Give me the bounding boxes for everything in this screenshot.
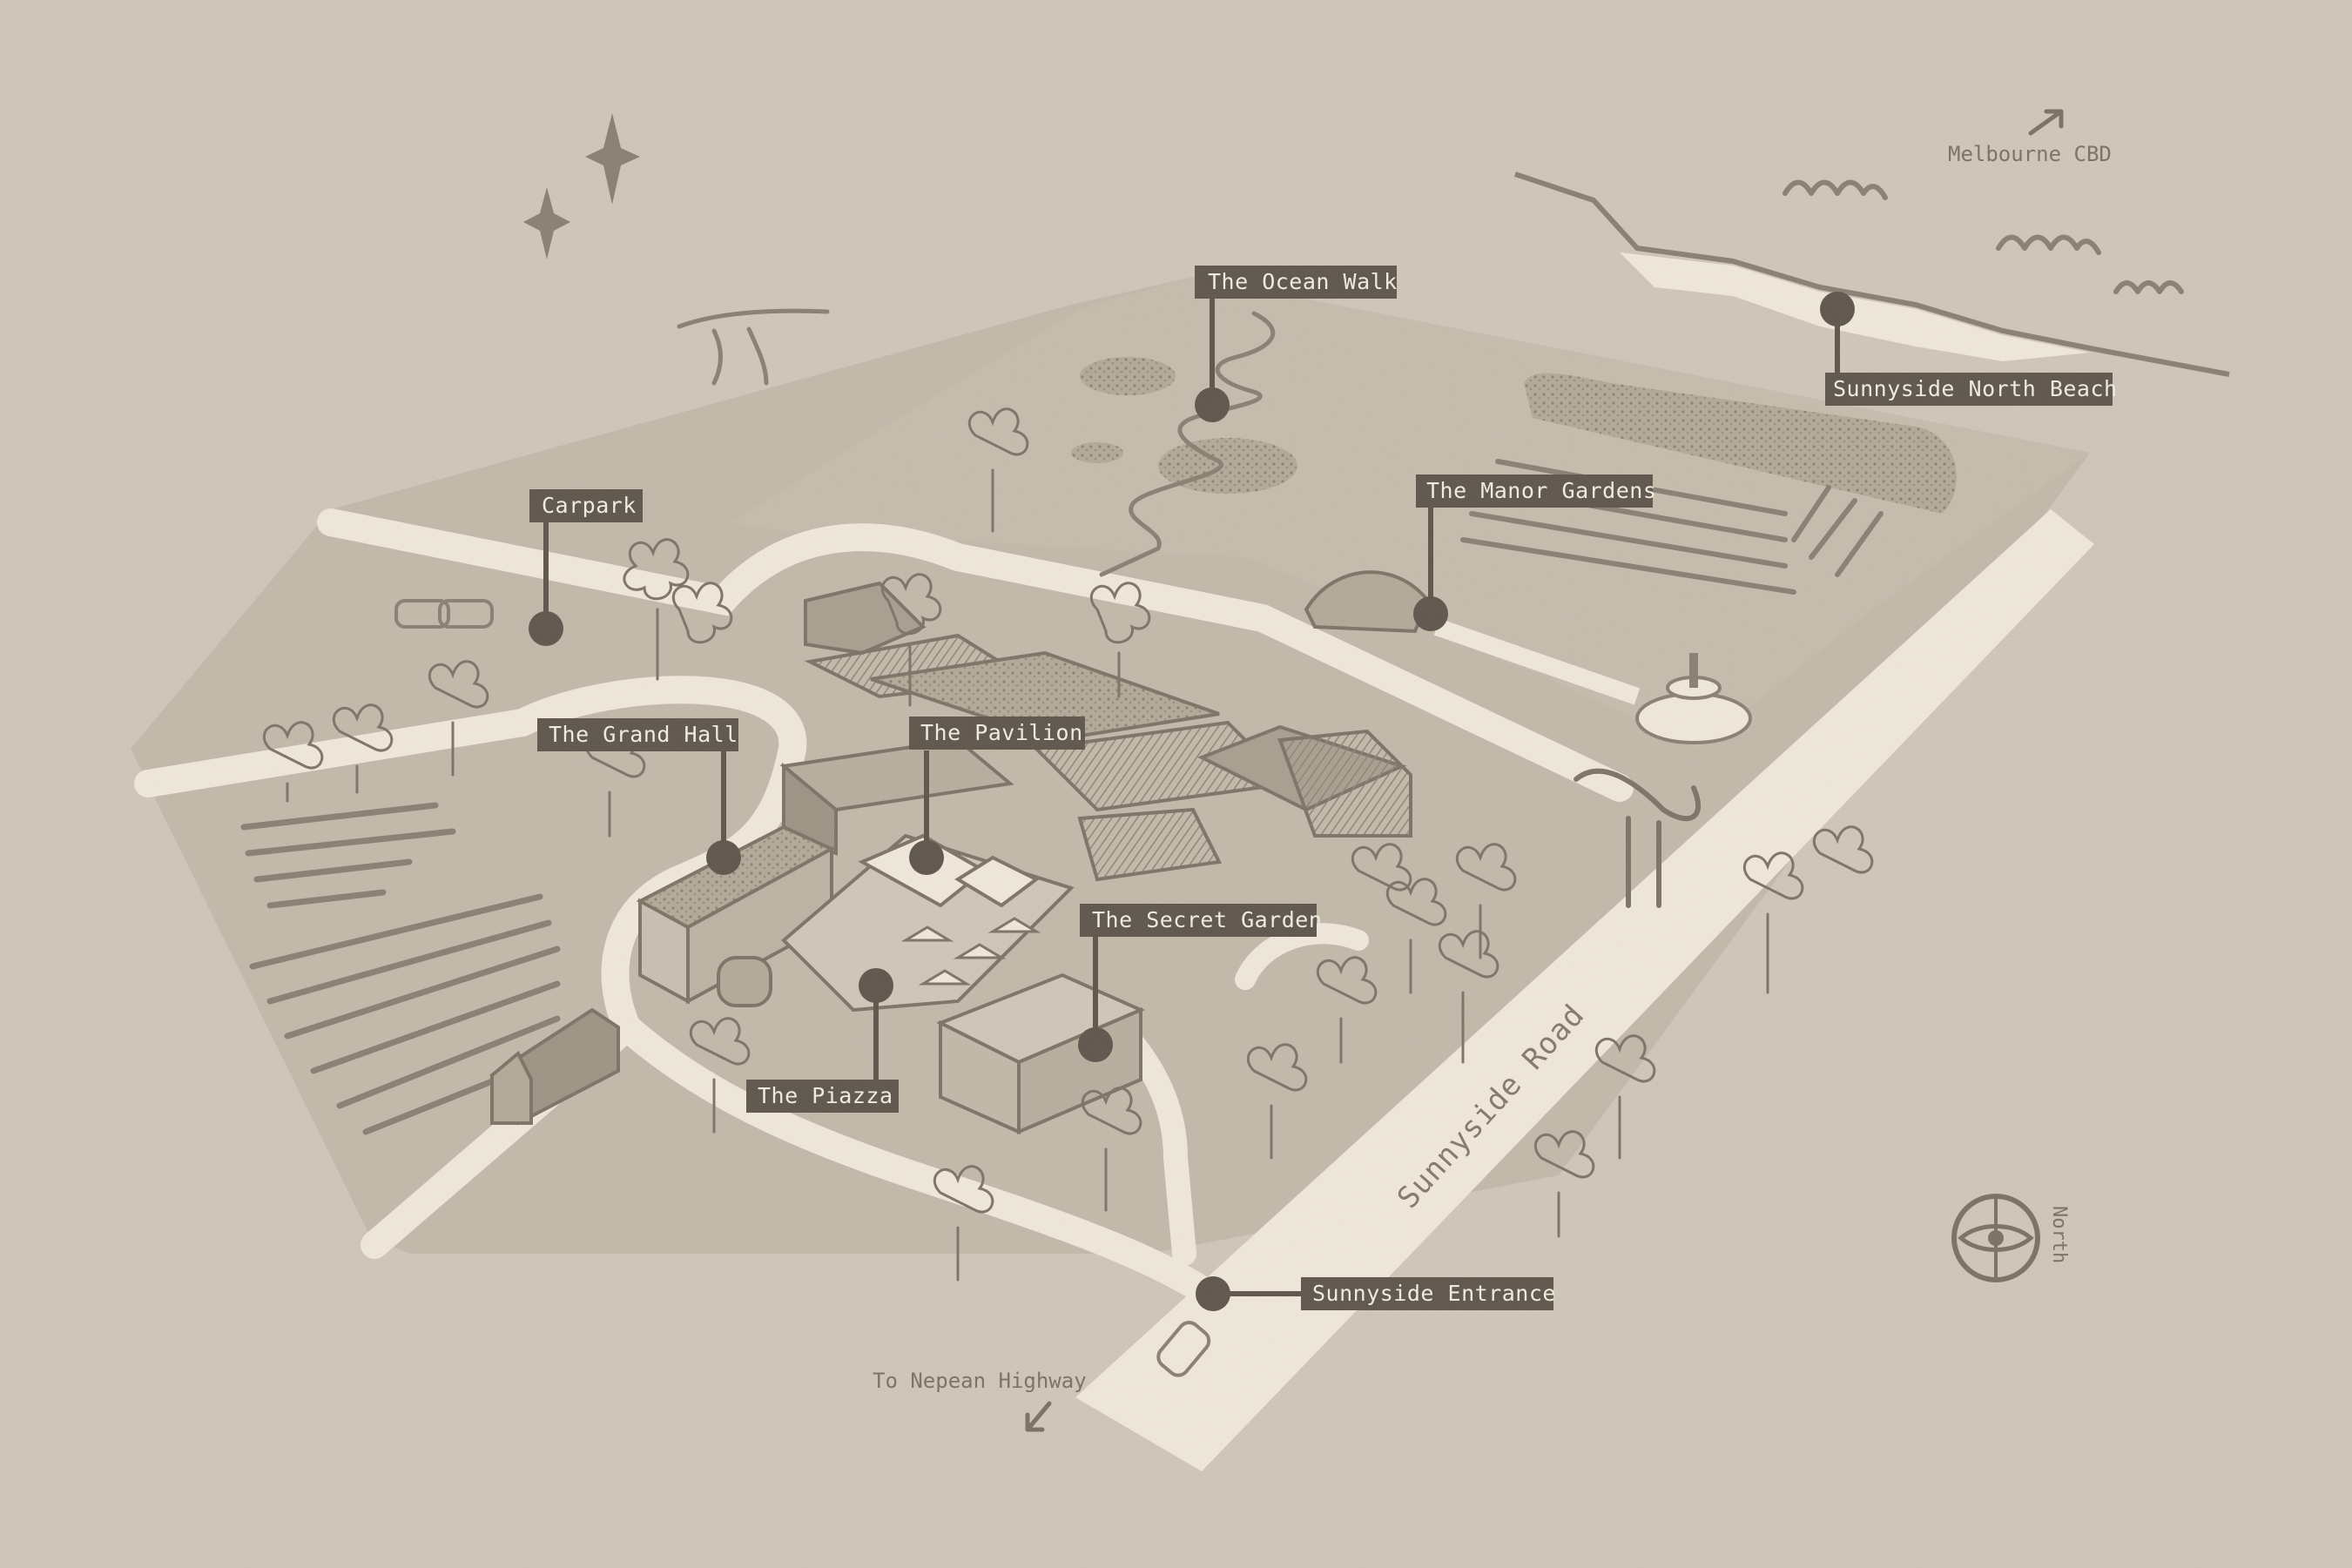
parked-cars xyxy=(394,599,1211,1377)
marker-label-carpark: Carpark xyxy=(542,493,637,518)
marker-entrance[interactable]: Sunnyside Entrance xyxy=(1196,1276,1556,1311)
fountain xyxy=(1635,653,1752,744)
manor-hedge xyxy=(1524,373,1957,514)
pond-3 xyxy=(1071,442,1123,463)
vineyard-rows-west xyxy=(240,802,561,1135)
marker-label-entrance: Sunnyside Entrance xyxy=(1312,1281,1556,1306)
arrow-down-left-icon xyxy=(1025,1401,1052,1432)
marker-north-beach[interactable]: Sunnyside North Beach xyxy=(1820,292,2118,406)
trees xyxy=(262,407,1874,1282)
compass-north-label: North xyxy=(2048,1206,2070,1263)
coastline xyxy=(1514,172,2230,377)
nepean-highway-label: To Nepean Highway xyxy=(873,1369,1087,1393)
waves xyxy=(1783,179,2184,294)
main-driveway[interactable] xyxy=(317,508,1634,802)
piazza-umbrellas xyxy=(900,917,1041,986)
marker-label-ocean-walk: The Ocean Walk xyxy=(1208,269,1398,294)
marker-piazza[interactable]: The Piazza xyxy=(746,968,899,1113)
barn xyxy=(489,1007,620,1126)
bird-sculpture xyxy=(1574,768,1701,908)
sunnyside-road[interactable] xyxy=(1075,509,2094,1471)
compass-icon xyxy=(1951,1194,2040,1282)
marker-grand-hall[interactable]: The Grand Hall xyxy=(537,718,741,875)
upper-field xyxy=(731,277,2090,749)
marker-ocean-walk[interactable]: The Ocean Walk xyxy=(1195,266,1398,422)
marker-label-secret-garden: The Secret Garden xyxy=(1092,907,1322,932)
marker-label-grand-hall: The Grand Hall xyxy=(549,722,738,747)
garden-path xyxy=(1235,923,1369,990)
pond-1 xyxy=(1080,357,1176,395)
decorative-stars xyxy=(523,113,640,259)
beach-sand xyxy=(1620,252,2090,361)
ocean-walk-path[interactable] xyxy=(1099,311,1276,577)
marker-label-manor-gardens: The Manor Gardens xyxy=(1426,478,1656,503)
melbourne-cbd-label: Melbourne CBD xyxy=(1948,142,2112,166)
manor-buildings xyxy=(779,581,1412,882)
marker-label-north-beach: Sunnyside North Beach xyxy=(1833,376,2118,401)
marker-label-piazza: The Piazza xyxy=(758,1083,893,1108)
fountain-path xyxy=(1433,618,1641,705)
marker-secret-garden[interactable]: The Secret Garden xyxy=(1078,904,1322,1062)
marker-manor-gardens[interactable]: The Manor Gardens xyxy=(1413,474,1656,631)
grand-hall-building xyxy=(636,824,836,1007)
marker-pavilion[interactable]: The Pavilion xyxy=(909,717,1085,875)
bird-sketch xyxy=(677,308,830,386)
south-driveway[interactable] xyxy=(613,1013,1224,1309)
arrow-up-right-icon xyxy=(2028,109,2064,136)
marker-label-pavilion: The Pavilion xyxy=(920,720,1083,745)
marker-carpark[interactable]: Carpark xyxy=(529,489,643,646)
west-driveway[interactable] xyxy=(134,676,807,1259)
